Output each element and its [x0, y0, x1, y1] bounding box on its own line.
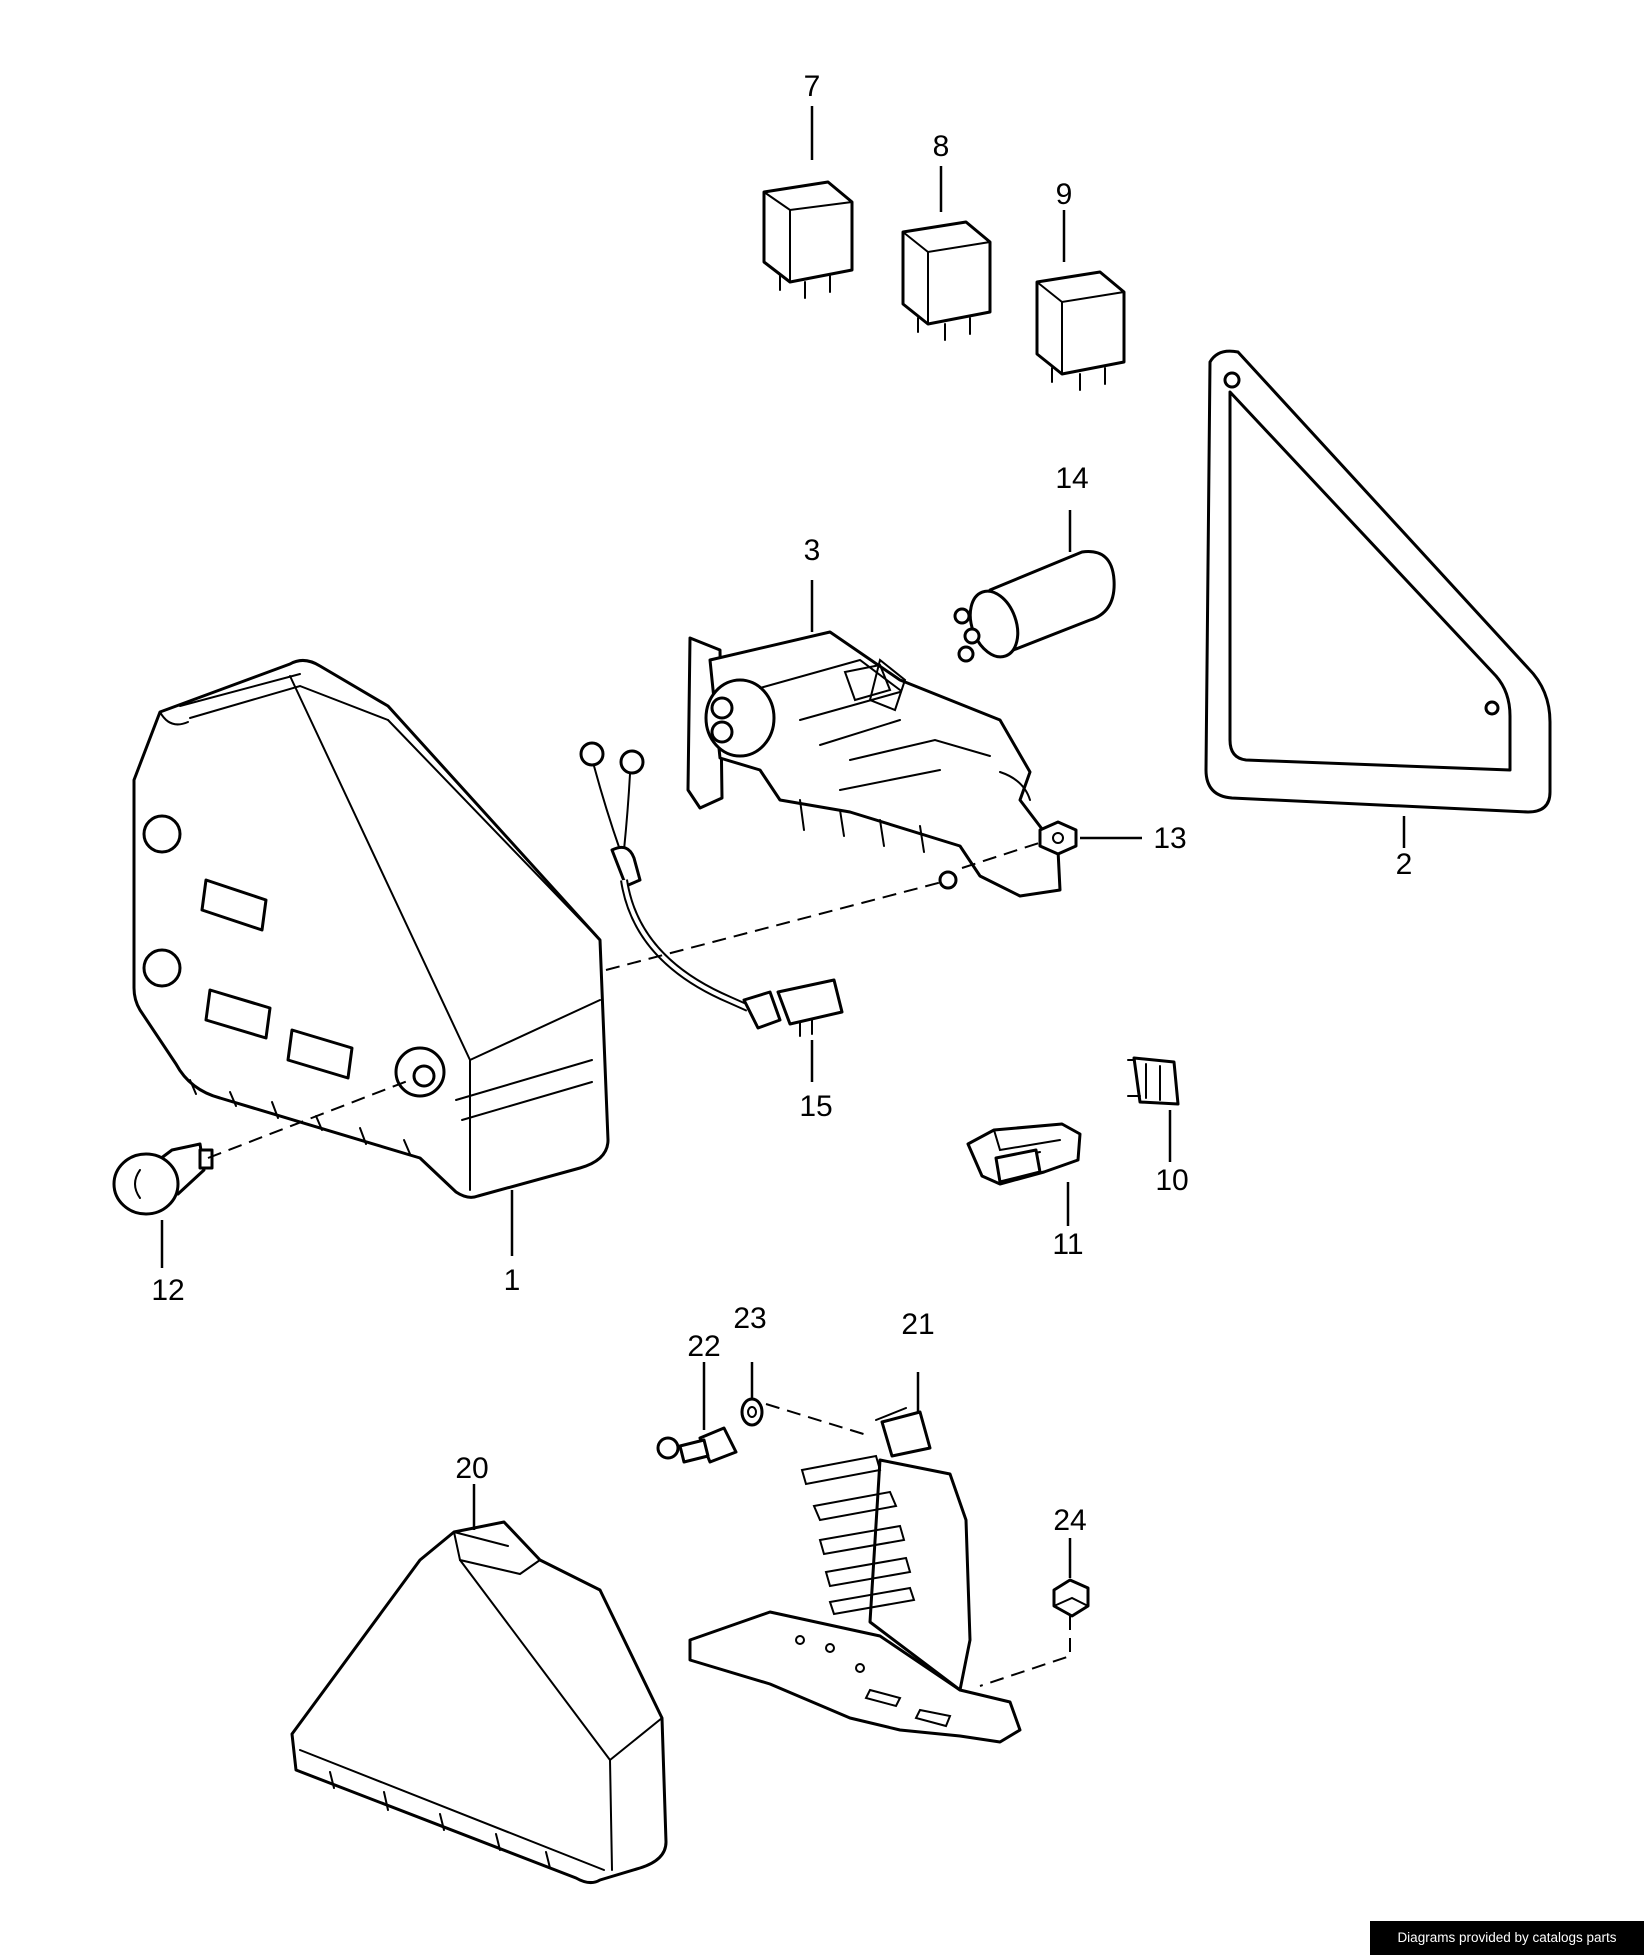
assembly-lines [207, 841, 1071, 1687]
knob[interactable] [112, 1142, 214, 1216]
callout-15: 15 [799, 1090, 832, 1123]
callout-1: 1 [504, 1264, 521, 1297]
bolt[interactable] [656, 1426, 738, 1464]
relay-bracket[interactable] [686, 630, 1062, 898]
leader-lines [160, 106, 1406, 1578]
gasket-frame[interactable] [1204, 349, 1552, 814]
fuse[interactable] [1127, 1056, 1180, 1106]
callout-14: 14 [1055, 462, 1088, 495]
nut[interactable] [1038, 820, 1078, 856]
mounting-plate[interactable] [688, 1407, 1022, 1744]
callout-24: 24 [1053, 1504, 1086, 1537]
callout-21: 21 [901, 1308, 934, 1341]
relay-7[interactable] [762, 180, 854, 299]
callout-2: 2 [1396, 848, 1413, 881]
callout-22: 22 [687, 1330, 720, 1363]
flange-nut[interactable] [1052, 1578, 1090, 1618]
callout-13: 13 [1153, 822, 1186, 855]
callout-7: 7 [804, 70, 821, 103]
washer[interactable] [740, 1397, 764, 1427]
callout-11: 11 [1052, 1228, 1083, 1261]
relay-8[interactable] [901, 220, 992, 341]
callout-8: 8 [933, 130, 950, 163]
callout-20: 20 [455, 1452, 488, 1485]
wiring-harness[interactable] [579, 741, 844, 1037]
lower-cover[interactable] [290, 1520, 668, 1885]
capacitor[interactable] [953, 550, 1116, 664]
fuse-box-housing[interactable] [132, 659, 610, 1199]
callout-23: 23 [733, 1302, 766, 1335]
clip[interactable] [966, 1122, 1082, 1186]
callout-9: 9 [1056, 178, 1073, 211]
callout-10: 10 [1155, 1164, 1188, 1197]
diagram-credit: Diagrams provided by catalogs parts [1370, 1921, 1644, 1955]
callout-3: 3 [804, 534, 821, 567]
callout-12: 12 [151, 1274, 184, 1307]
relay-9[interactable] [1035, 270, 1126, 391]
